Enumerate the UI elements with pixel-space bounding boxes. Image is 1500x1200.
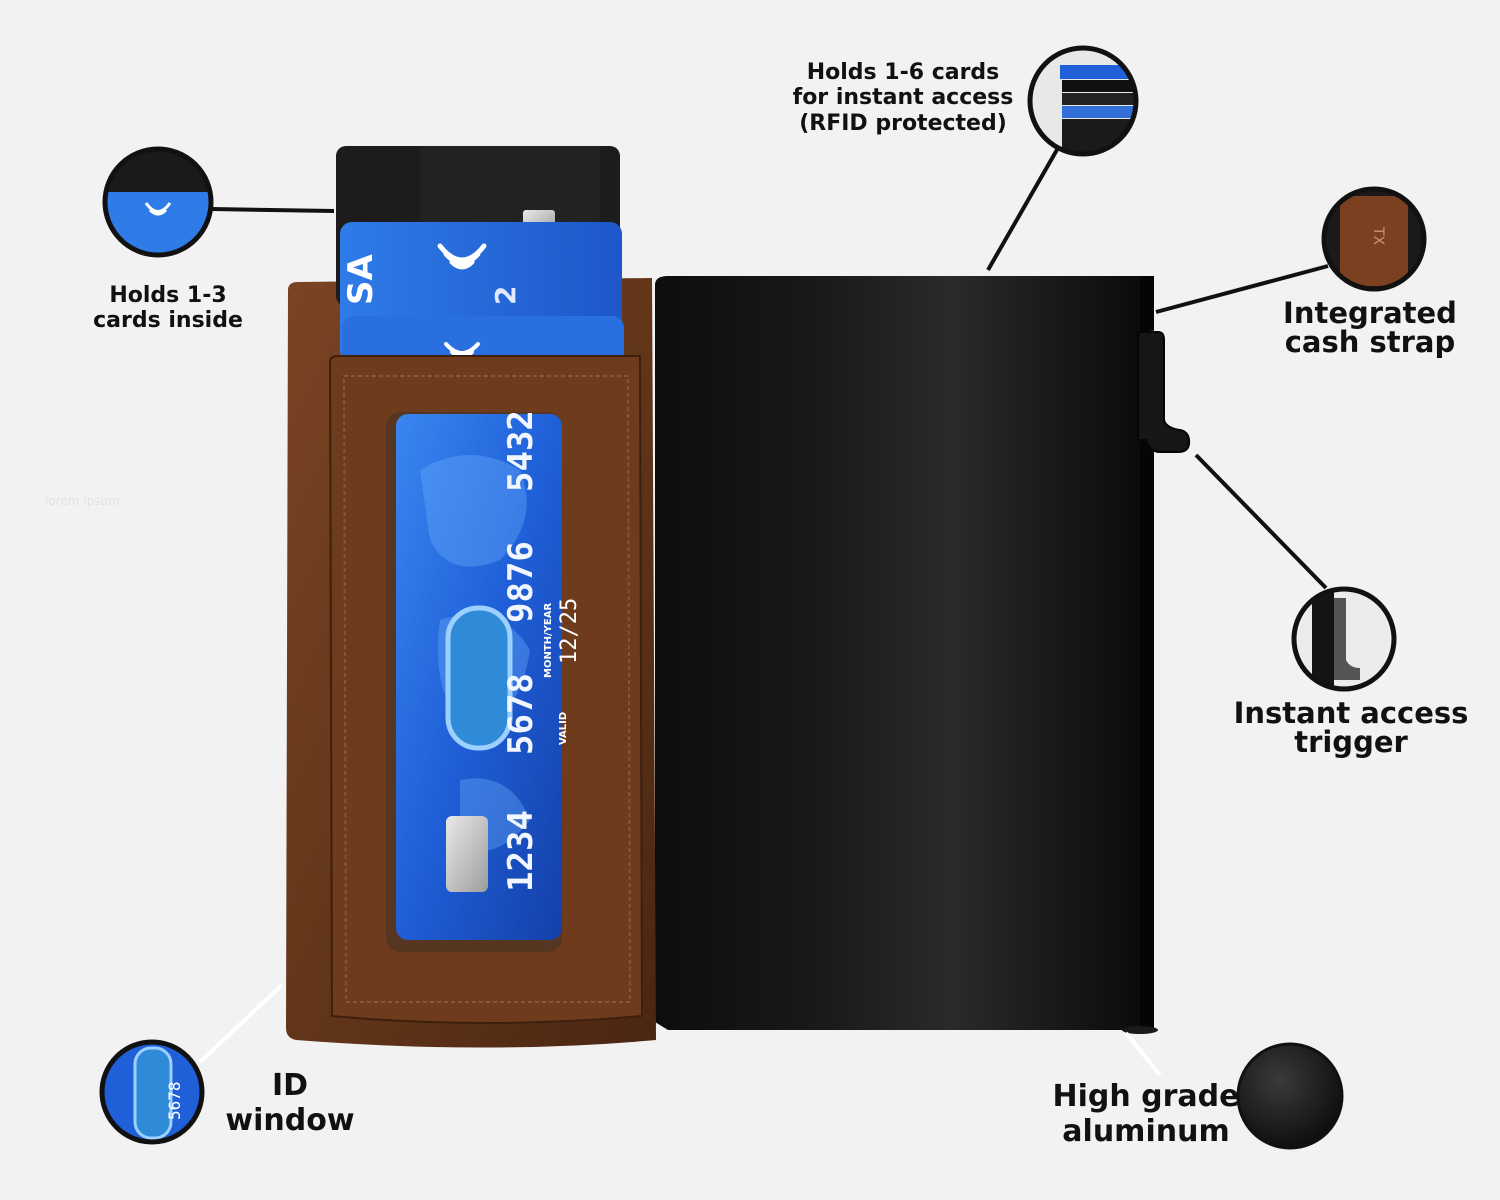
svg-text:5678: 5678: [165, 1081, 184, 1120]
label-line: High grade: [1052, 1079, 1240, 1114]
callout-lines: [211, 147, 1329, 590]
card-stack-closeup-icon: [102, 146, 214, 258]
callout-label-cards-access: Holds 1-6 cards for instant access (RFID…: [768, 60, 1038, 136]
strap-mark: TX: [1370, 226, 1386, 246]
label-line: window: [225, 1102, 355, 1138]
label-line: aluminum: [1062, 1113, 1230, 1149]
card-digit-fragment: 2: [489, 286, 522, 305]
label-line: Holds 1-3: [109, 283, 227, 308]
label-line: (RFID protected): [799, 110, 1007, 136]
card-number-group: 9876: [501, 541, 541, 623]
label-line: Instant access: [1233, 696, 1469, 730]
card-numbers: 1234 5678 9876 5432: [501, 410, 541, 892]
card-month-year-label: MONTH/YEAR: [543, 603, 554, 678]
label-line: trigger: [1294, 725, 1408, 759]
callout-label-aluminum: High grade aluminum: [1046, 1079, 1246, 1149]
label-line: ID: [271, 1068, 309, 1103]
card-edges-closeup-icon: [1027, 45, 1139, 157]
card-number-group: 5432: [501, 410, 541, 492]
contactless-icon: [437, 243, 487, 270]
trigger-lever-closeup-icon: [1291, 586, 1397, 692]
id-window-closeup-icon: 5678: [99, 1039, 205, 1145]
callout-label-cash-strap: Integrated cash strap: [1270, 299, 1470, 357]
card-valid-label: VALID: [558, 712, 569, 745]
callout-label-id-window: ID window: [205, 1068, 375, 1138]
label-line: Integrated: [1283, 296, 1457, 330]
label-line: cash strap: [1284, 325, 1456, 359]
card-number-group: 1234: [501, 810, 541, 892]
label-line: Holds 1-6 cards: [806, 60, 1000, 85]
leather-strap-closeup-icon: TX: [1321, 186, 1427, 292]
label-line: for instant access: [792, 85, 1014, 111]
callout-label-cards-inside: Holds 1-3 cards inside: [78, 283, 258, 334]
card-brand-fragment: SA: [341, 254, 381, 305]
callout-label-trigger: Instant access trigger: [1226, 699, 1476, 757]
label-line: cards inside: [93, 308, 243, 334]
trigger-lever: [1137, 331, 1191, 453]
card-stack-top: SA 2: [336, 146, 624, 396]
aluminum-case: [655, 276, 1191, 1034]
leather-pocket: 1234 5678 9876 5432 VALID MONTH/YEAR 12/…: [328, 355, 644, 1024]
watermark-text: lorem ipsum: [45, 494, 120, 508]
card-expiry: 12/25: [557, 598, 582, 664]
aluminum-texture-closeup-icon: [1236, 1042, 1344, 1150]
card-number-group: 5678: [501, 673, 541, 755]
